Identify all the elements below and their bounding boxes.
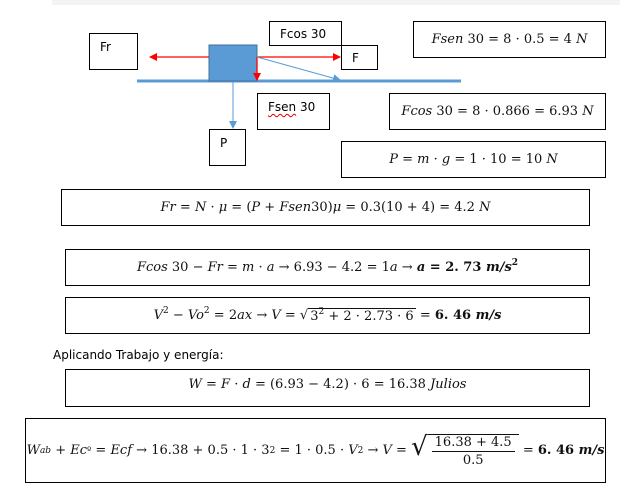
kinematics-equation: V2 − Vo2 = 2ax → V = √32 + 2 · 2.73 · 6 … [153, 305, 502, 324]
fcos-result: Fcos 30 = 8 · 0.866 = 6.93 N [401, 104, 594, 119]
fcos-label: Fcos 30 [280, 27, 327, 41]
f-label-box: F [341, 45, 378, 70]
work-equation: W = F · d = (6.93 − 4.2) · 6 = 16.38 Jul… [188, 376, 467, 392]
fsen-label-box: Fsen 30 [257, 93, 330, 130]
weight-result-box: P = m · g = 1 · 10 = 10 N [341, 141, 606, 178]
fcos-result-box: Fcos 30 = 8 · 0.866 = 6.93 N [389, 93, 606, 130]
fsen-result-box: Fsen 30 = 8 · 0.5 = 4 N [413, 21, 606, 58]
fcos-label-box: Fcos 30 [269, 21, 342, 46]
applied-force-arrow [256, 56, 341, 82]
page-top-band [52, 0, 620, 5]
fr-label: Fr [100, 40, 111, 54]
sqrt-expression: √32 + 2 · 2.73 · 6 [299, 306, 416, 324]
fr-label-box: Fr [89, 33, 138, 70]
weight-result: P = m · g = 1 · 10 = 10 N [389, 152, 558, 167]
fsen-label-word: Fsen [268, 100, 297, 114]
kinematics-equation-box: V2 − Vo2 = 2ax → V = √32 + 2 · 2.73 · 6 … [65, 297, 590, 334]
block [208, 44, 258, 82]
newton-equation: Fcos 30 − Fr = m · a → 6.93 − 4.2 = 1a →… [136, 258, 519, 276]
p-label: P [220, 136, 228, 150]
work-equation-box: W = F · d = (6.93 − 4.2) · 6 = 16.38 Jul… [65, 369, 590, 407]
friction-equation: Fr = N · μ = (P + Fsen30)μ = 0.3(10 + 4)… [160, 200, 491, 215]
f-label: F [352, 51, 359, 65]
fsen-label-num: 30 [296, 100, 316, 114]
p-label-box: P [209, 129, 246, 166]
fsen-result: Fsen 30 = 8 · 0.5 = 4 N [431, 32, 588, 47]
section-heading: Aplicando Trabajo y energía: [53, 348, 224, 362]
friction-equation-box: Fr = N · μ = (P + Fsen30)μ = 0.3(10 + 4)… [61, 189, 590, 226]
fsen-label: Fsen 30 [268, 100, 315, 114]
newton-equation-box: Fcos 30 − Fr = m · a → 6.93 − 4.2 = 1a →… [65, 249, 590, 286]
